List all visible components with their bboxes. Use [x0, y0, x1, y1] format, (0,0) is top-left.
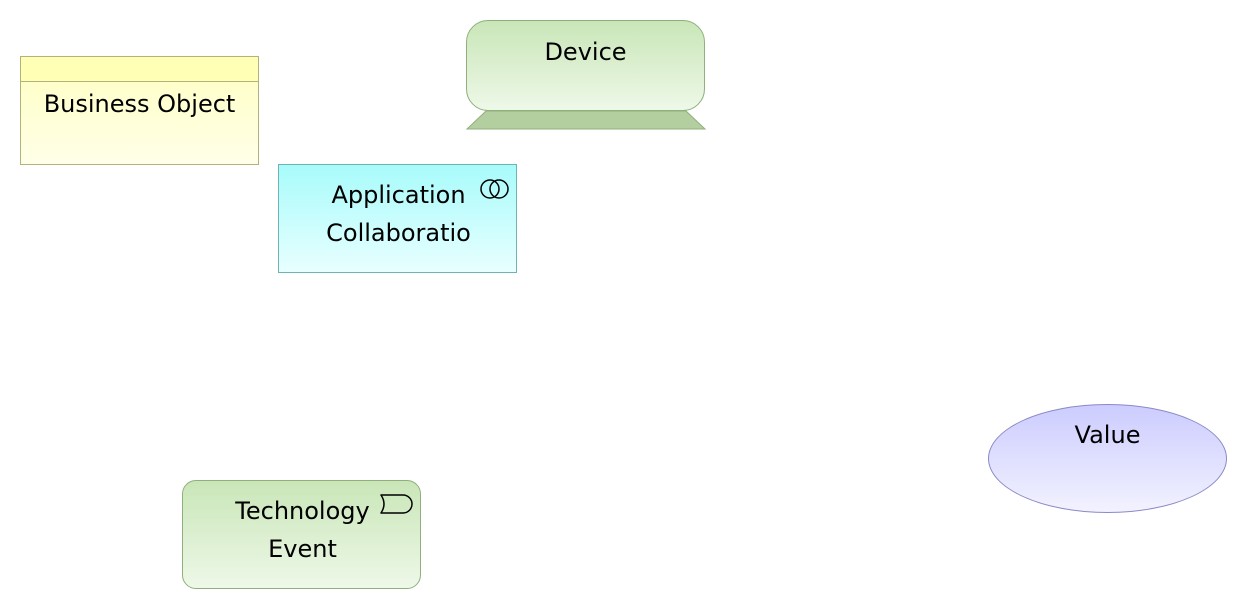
value-label: Value: [1074, 421, 1141, 449]
technology-event-node[interactable]: Technology Event: [182, 480, 421, 589]
device-label: Device: [544, 38, 627, 66]
technology-event-label: Technology Event: [183, 492, 422, 568]
business-object-label: Business Object: [43, 90, 236, 118]
application-collaboration-node[interactable]: Application Collaboratio: [278, 164, 517, 273]
technology-event-label-line-2: Event: [268, 535, 337, 563]
technology-event-label-line-1: Technology: [235, 497, 370, 525]
device-node[interactable]: Device: [466, 20, 705, 111]
event-icon: [380, 494, 413, 514]
device-base-shape: [466, 110, 706, 130]
business-object-header-band: [21, 57, 258, 82]
business-object-node[interactable]: Business Object: [20, 56, 259, 165]
application-collaboration-label-line-1: Application: [331, 181, 466, 209]
collaboration-icon: [480, 179, 509, 199]
application-collaboration-label-line-2: Collaboratio: [326, 219, 471, 247]
application-collaboration-label: Application Collaboratio: [279, 176, 518, 252]
value-node[interactable]: Value: [988, 404, 1227, 513]
